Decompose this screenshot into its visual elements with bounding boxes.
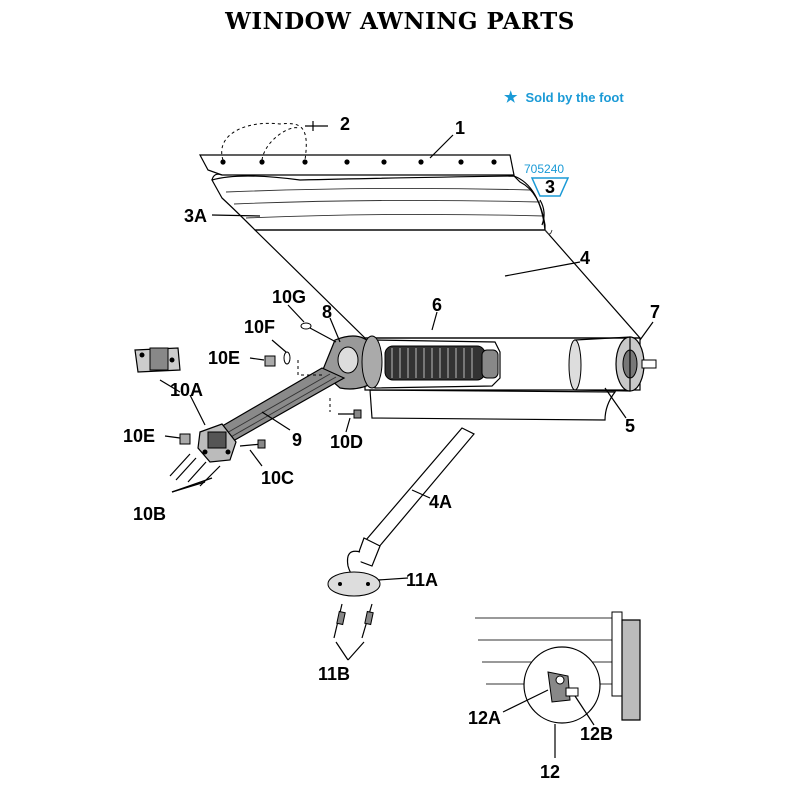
screw-10c <box>239 439 266 449</box>
pin-10g <box>300 322 337 343</box>
support-arm <box>210 367 346 446</box>
cord-dashed-line <box>221 122 307 161</box>
detail-12 <box>475 611 641 724</box>
callout-2: 2 <box>340 114 350 134</box>
callout-12a: 12A <box>468 708 501 728</box>
screw-set-11b <box>333 603 374 661</box>
screw-set-10b <box>169 453 221 493</box>
spring-assembly <box>374 339 501 389</box>
callout-4: 4 <box>580 248 590 268</box>
awning-canopy <box>211 175 642 339</box>
legend: ★ Sold by the foot <box>504 88 624 106</box>
callout-10f: 10F <box>244 317 275 337</box>
callout-8: 8 <box>322 302 332 322</box>
callout-10g: 10G <box>272 287 306 307</box>
upper-bracket <box>134 347 181 373</box>
wall-bracket-11a <box>327 550 381 597</box>
lower-bracket <box>197 423 237 463</box>
callout-12b: 12B <box>580 724 613 744</box>
callout-1: 1 <box>455 118 465 138</box>
awning-rail <box>199 154 515 181</box>
callout-11a: 11A <box>406 570 438 590</box>
callout-10c: 10C <box>261 468 294 488</box>
leader-lines <box>159 134 654 758</box>
sold-by-foot-marker <box>530 177 570 197</box>
callout-5: 5 <box>625 416 635 436</box>
callout-6: 6 <box>432 295 442 315</box>
callout-3a: 3A <box>184 206 207 226</box>
washer-10f <box>283 351 322 376</box>
part-number: 705240 <box>524 162 564 176</box>
callout-3: 3 <box>545 177 555 197</box>
screw-10d <box>329 398 362 419</box>
callout-9: 9 <box>292 430 302 450</box>
callout-10e-upper: 10E <box>208 348 240 368</box>
callout-4a: 4A <box>429 492 452 512</box>
callout-10b: 10B <box>133 504 166 524</box>
page-title: WINDOW AWNING PARTS <box>225 8 575 35</box>
nut-10e-lower <box>179 433 191 445</box>
screw-icon <box>305 121 328 131</box>
roller-tube <box>364 336 657 421</box>
cord-dashed-line <box>261 127 299 161</box>
callout-10a: 10A <box>170 380 203 400</box>
nut-10e-upper <box>264 355 276 367</box>
callout-12: 12 <box>540 762 560 782</box>
callout-10d: 10D <box>330 432 363 452</box>
lower-arm <box>355 427 475 567</box>
callout-10e-lower: 10E <box>123 426 155 446</box>
edge-trim <box>539 199 545 226</box>
callout-11b: 11B <box>318 664 350 684</box>
callout-7: 7 <box>650 302 660 322</box>
star-icon: ★ <box>504 89 518 106</box>
legend-text: Sold by the foot <box>525 90 624 105</box>
